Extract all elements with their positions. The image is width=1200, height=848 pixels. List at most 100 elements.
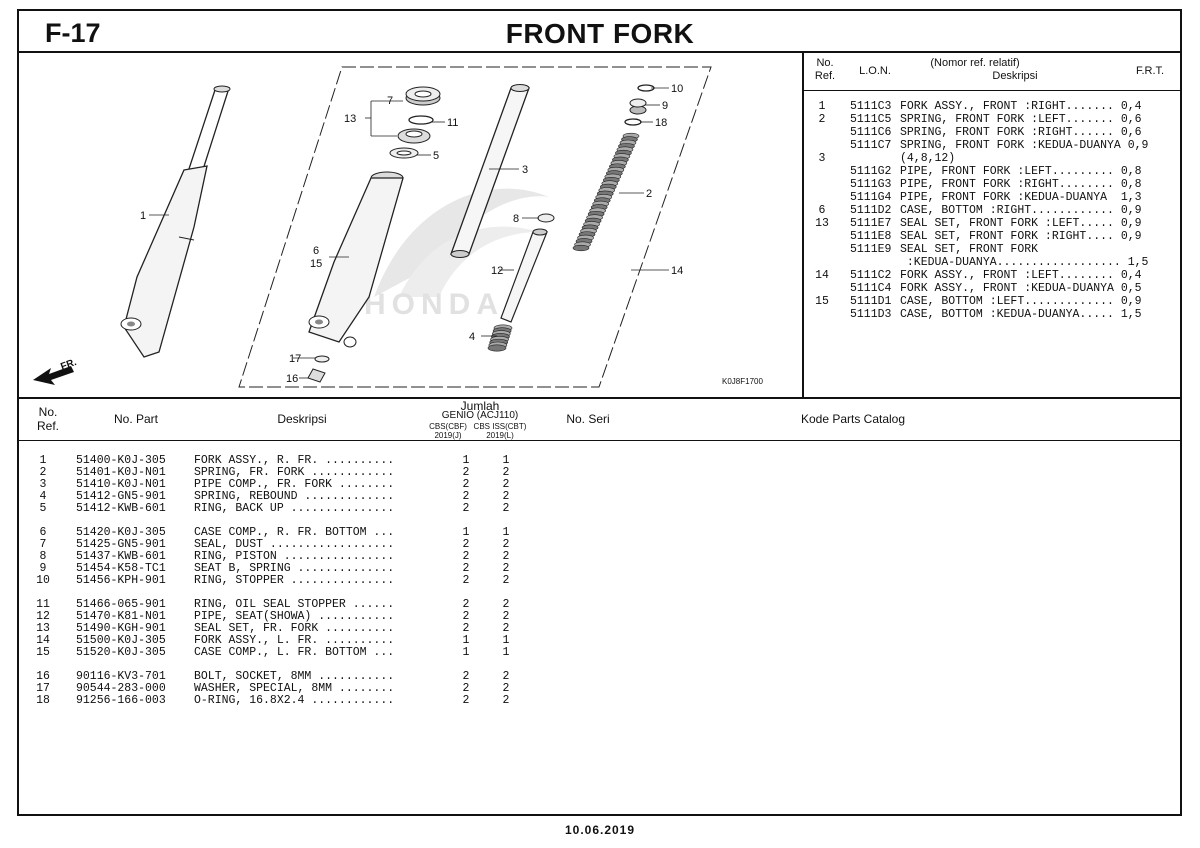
cell-part-no: 51401-K0J-N01 xyxy=(76,466,166,479)
cell-part-no: 51470-K81-N01 xyxy=(76,610,166,623)
cell-desc: RING, BACK UP ............... xyxy=(194,502,395,515)
part-16-bolt xyxy=(307,368,326,383)
ref-cell-lon: 5111E7 xyxy=(850,217,892,230)
cell-qty-cbs-iss: 2 xyxy=(502,478,510,491)
cell-ref: 11 xyxy=(36,598,50,611)
cell-qty-cbs: 1 xyxy=(462,454,470,467)
cell-desc: O-RING, 16.8X2.4 ............ xyxy=(194,694,395,707)
ref-cell-lon: 5111C6 xyxy=(850,126,892,139)
cell-qty-cbs: 2 xyxy=(462,538,470,551)
cell-qty-cbs: 2 xyxy=(462,562,470,575)
ref-cell-desc: CASE, BOTTOM :KEDUA-DUANYA..... 1,5 xyxy=(900,308,1142,321)
parts-head-seri: No. Seri xyxy=(566,412,610,426)
table-header-divider xyxy=(19,440,1180,441)
part-4-rebound-spring xyxy=(487,324,513,352)
cell-qty-cbs-iss: 1 xyxy=(502,526,510,539)
ref-head-deskripsi: Deskripsi xyxy=(992,70,1038,82)
ref-cell-no: 15 xyxy=(815,295,829,308)
callout-15: 15 xyxy=(310,258,322,270)
cell-qty-cbs-iss: 2 xyxy=(502,598,510,611)
ref-cell-no: 13 xyxy=(815,217,829,230)
cell-qty-cbs: 2 xyxy=(462,478,470,491)
ref-cell-no xyxy=(808,139,836,152)
cell-part-no: 51412-GN5-901 xyxy=(76,490,166,503)
callout-6: 6 xyxy=(313,245,319,257)
parts-head-col1: CBS(CBF) xyxy=(429,422,467,431)
exploded-diagram: HONDA xyxy=(19,52,803,397)
parts-head-col2: CBS ISS(CBT) xyxy=(473,422,527,431)
ref-cell-lon: 5111D3 xyxy=(850,308,892,321)
ref-row: 5111D3 CASE, BOTTOM :KEDUA-DUANYA..... 1,… xyxy=(808,308,1178,321)
cell-desc: CASE COMP., L. FR. BOTTOM ... xyxy=(194,646,395,659)
cell-ref: 16 xyxy=(36,670,50,683)
ref-cell-no xyxy=(808,308,836,321)
cell-ref: 7 xyxy=(39,538,47,551)
diagram-divider xyxy=(802,53,804,397)
callout-12: 12 xyxy=(491,265,503,277)
ref-cell-lon: 5111E8 xyxy=(850,230,892,243)
ref-cell-desc: SPRING, FRONT FORK :RIGHT...... 0,6 xyxy=(900,126,1142,139)
parts-head-part: No. Part xyxy=(113,412,158,426)
cell-part-no: 51456-KPH-901 xyxy=(76,574,166,587)
cell-ref: 2 xyxy=(39,466,47,479)
ref-cell-desc: :KEDUA-DUANYA.................. 1,5 xyxy=(900,256,1149,269)
cell-part-no: 51490-KGH-901 xyxy=(76,622,166,635)
ref-cell-lon xyxy=(836,256,900,269)
ref-cell-desc: FORK ASSY., FRONT :KEDUA-DUANYA 0,5 xyxy=(900,282,1142,295)
ref-cell-desc: PIPE, FRONT FORK :LEFT......... 0,8 xyxy=(900,165,1142,178)
ref-cell-desc: FORK ASSY., FRONT :LEFT........ 0,4 xyxy=(900,269,1142,282)
figure-code: K0J8F1700 xyxy=(722,377,763,386)
ref-cell-lon: 5111C7 xyxy=(850,139,892,152)
cell-desc: SEAL SET, FR. FORK .......... xyxy=(194,622,395,635)
cell-part-no: 51500-K0J-305 xyxy=(76,634,166,647)
cell-qty-cbs: 1 xyxy=(462,634,470,647)
callout-7: 7 xyxy=(387,95,393,107)
ref-cell-desc: (4,8,12) xyxy=(900,152,956,165)
ref-cell-no xyxy=(808,126,836,139)
ref-head-ref: Ref. xyxy=(814,70,836,82)
callout-16: 16 xyxy=(286,373,298,385)
part-17-washer xyxy=(314,355,330,363)
cell-desc: RING, PISTON ................ xyxy=(194,550,395,563)
cell-desc: SPRING, FR. FORK ............ xyxy=(194,466,395,479)
cell-part-no: 90116-KV3-701 xyxy=(76,670,166,683)
cell-qty-cbs-iss: 2 xyxy=(502,670,510,683)
cell-qty-cbs-iss: 2 xyxy=(502,610,510,623)
section-divider xyxy=(19,397,1180,399)
ref-cell-desc: CASE, BOTTOM :RIGHT............ 0,9 xyxy=(900,204,1142,217)
callout-8: 8 xyxy=(513,213,519,225)
cell-part-no: 91256-166-003 xyxy=(76,694,166,707)
cell-desc: SEAL, DUST .................. xyxy=(194,538,395,551)
svg-text:HONDA: HONDA xyxy=(364,288,504,321)
cell-part-no: 51410-K0J-N01 xyxy=(76,478,166,491)
ref-head-frt: F.R.T. xyxy=(1135,65,1165,77)
part-6-15-case-bottom xyxy=(308,171,404,348)
cell-qty-cbs: 1 xyxy=(462,646,470,659)
cell-ref: 1 xyxy=(39,454,47,467)
cell-qty-cbs: 2 xyxy=(462,682,470,695)
part-9-spring-seat xyxy=(629,98,647,115)
ref-cell-no xyxy=(808,256,836,269)
cell-desc: FORK ASSY., R. FR. .......... xyxy=(194,454,395,467)
ref-row: :KEDUA-DUANYA.................. 1,5 xyxy=(808,256,1178,269)
cell-qty-cbs-iss: 2 xyxy=(502,490,510,503)
part-11-oil-seal-stopper xyxy=(408,115,434,125)
cell-qty-cbs-iss: 2 xyxy=(502,466,510,479)
cell-ref: 5 xyxy=(39,502,47,515)
